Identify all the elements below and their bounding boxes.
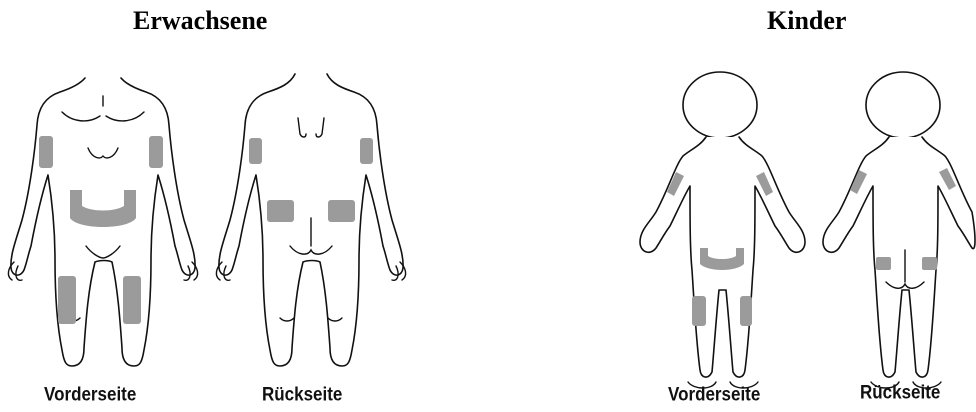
adult-back-label: Rückseite (262, 383, 342, 406)
adult-back-left-arm-zone (249, 138, 262, 164)
child-back-left-buttock-zone (876, 257, 891, 270)
child-back-figure (823, 72, 975, 388)
adult-back-right-buttock-zone (328, 200, 355, 222)
adult-front-right-arm-zone (149, 136, 163, 168)
child-front-right-thigh-zone (740, 296, 752, 326)
adult-back-right-arm-zone (360, 138, 373, 164)
child-front-label: Vorderseite (668, 383, 760, 406)
adult-front-figure (8, 78, 197, 366)
child-front-figure (640, 72, 805, 388)
adult-front-label: Vorderseite (44, 383, 136, 406)
adult-front-right-thigh-zone (123, 276, 141, 324)
adult-front-left-thigh-zone (58, 276, 76, 324)
child-back-right-buttock-zone (922, 257, 937, 270)
child-back-label: Rückseite (860, 381, 940, 404)
child-front-left-thigh-zone (692, 296, 706, 326)
adult-back-left-buttock-zone (267, 200, 294, 222)
adult-back-figure (216, 74, 405, 366)
adult-front-left-arm-zone (39, 136, 53, 168)
